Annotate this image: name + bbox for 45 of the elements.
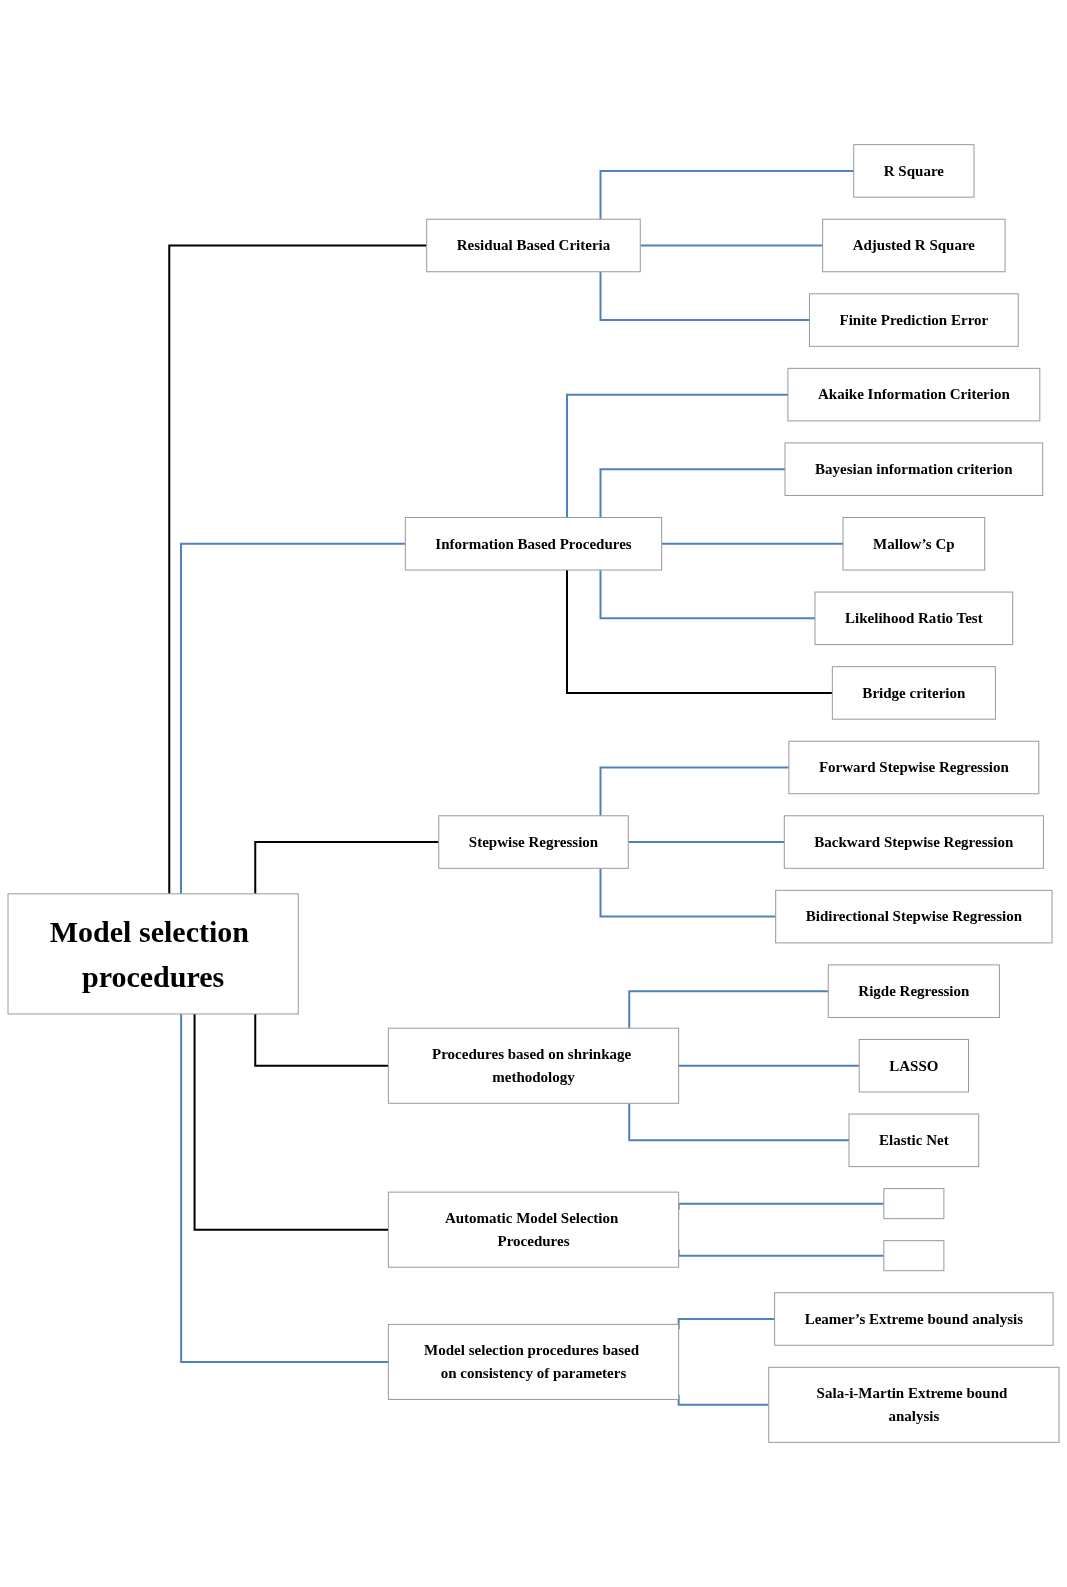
node-box: Likelihood Ratio Test <box>814 591 1014 646</box>
node-box: Model selection procedures <box>7 893 299 1015</box>
connector <box>599 569 816 620</box>
connector <box>254 1012 390 1067</box>
connector <box>627 841 786 844</box>
connector <box>180 542 407 895</box>
node-box: Forward Stepwise Regression <box>788 740 1040 795</box>
connector <box>677 1064 861 1067</box>
node-box: Finite Prediction Error <box>808 293 1019 347</box>
connector <box>599 867 777 918</box>
connector <box>599 468 786 519</box>
node-box <box>883 1240 945 1272</box>
node-box: Leamer’s Extreme bound analysis <box>774 1292 1054 1346</box>
node-box: Stepwise Regression <box>438 815 629 869</box>
node-box: LASSO <box>858 1039 969 1093</box>
connector <box>254 841 440 895</box>
node-box: Bayesian information criterion <box>784 442 1044 496</box>
node-box: R Square <box>853 144 975 198</box>
connector <box>599 270 811 322</box>
node-box: Backward Stepwise Regression <box>783 815 1044 869</box>
node-box: Model selection procedures based on consistency of parameters <box>387 1323 680 1400</box>
node-box: Bridge criterion <box>831 666 996 720</box>
connector <box>193 1012 390 1231</box>
node-box: Elastic Net <box>848 1113 980 1168</box>
connector <box>599 169 855 221</box>
node-box <box>883 1188 945 1220</box>
connector <box>168 244 428 895</box>
connector <box>628 990 830 1030</box>
connector <box>660 542 844 545</box>
node-box: Mallow’s Cp <box>842 517 986 571</box>
connector <box>180 1012 390 1363</box>
node-box: Sala-i-Martin Extreme bound analysis <box>768 1366 1060 1443</box>
connector <box>639 244 824 247</box>
node-box: Information Based Procedures <box>404 517 663 571</box>
connector <box>599 766 790 817</box>
node-box: Bidirectional Stepwise Regression <box>775 889 1053 944</box>
node-box: Residual Based Criteria <box>426 218 641 273</box>
node-box: Rigde Regression <box>827 964 1000 1018</box>
node-box: Akaike Information Criterion <box>787 367 1041 422</box>
node-box: Automatic Model Selection Procedures <box>387 1191 680 1268</box>
connector <box>566 393 789 519</box>
node-box: Adjusted R Square <box>822 218 1006 273</box>
connector <box>566 569 834 694</box>
connector <box>628 1102 850 1142</box>
node-box: Procedures based on shrinkage methodology <box>387 1027 680 1104</box>
